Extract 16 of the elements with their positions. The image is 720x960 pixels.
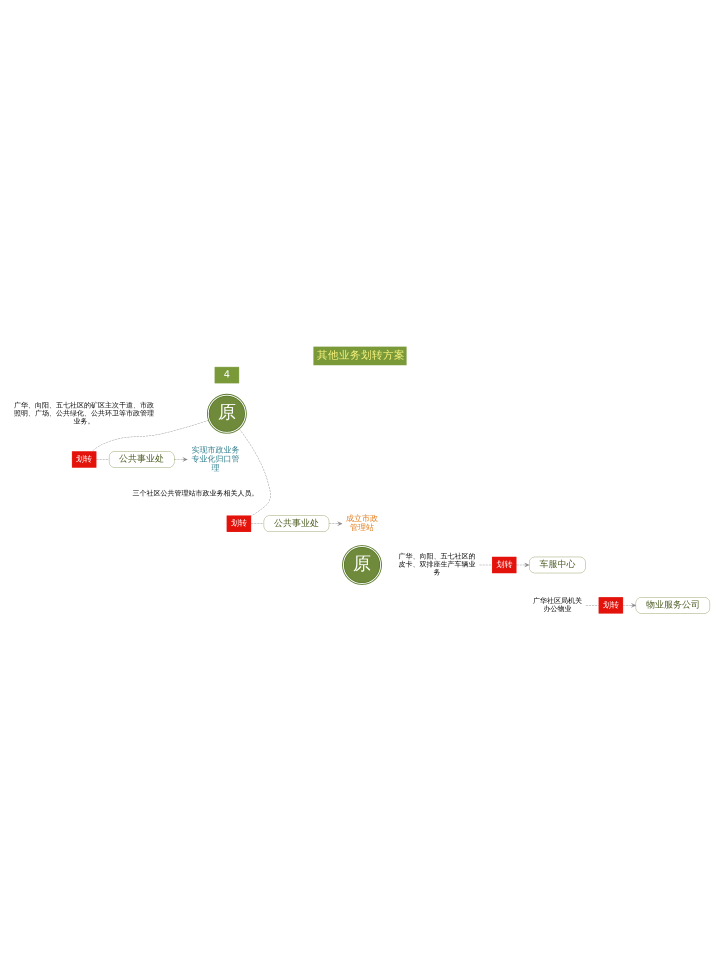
arrow (328, 521, 342, 526)
connector (586, 605, 599, 606)
diagram-title: 其他业务划转方案 (317, 348, 406, 362)
connector (479, 564, 492, 566)
label: 4 (224, 370, 230, 381)
arrow (516, 562, 530, 568)
node-box: 物业服务公司 (636, 597, 710, 614)
node-box: 车服中心 (529, 556, 586, 574)
connector (239, 428, 271, 516)
connector (92, 420, 209, 452)
connector (250, 523, 264, 524)
arrow (622, 603, 636, 608)
node-box: 公共事业处 (108, 451, 174, 468)
connector (96, 459, 110, 460)
node-box: 公共事业处 (264, 515, 330, 532)
arrow (174, 457, 188, 462)
